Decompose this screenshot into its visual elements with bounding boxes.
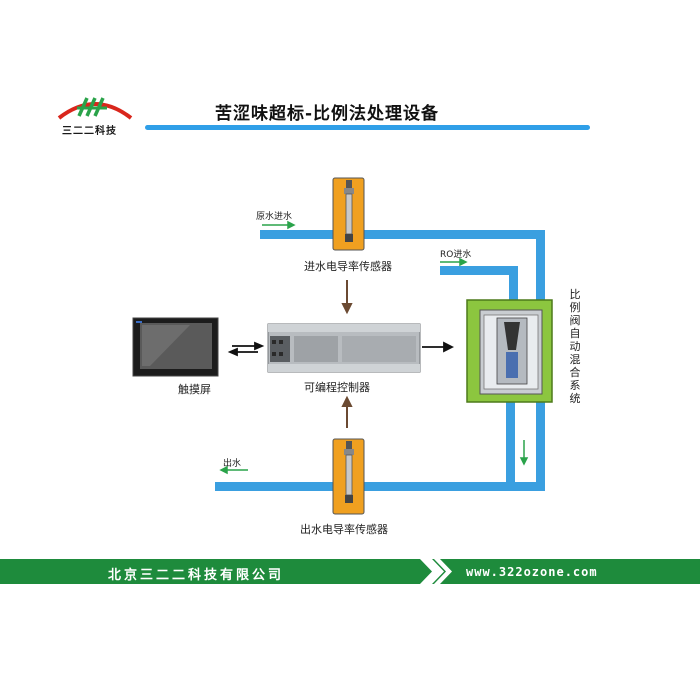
- plc-label: 可编程控制器: [304, 381, 370, 394]
- outlet-conductivity-sensor: [332, 438, 365, 515]
- comm-arrows: [227, 341, 455, 357]
- process-diagram: [132, 177, 553, 515]
- touchscreen-device: [132, 317, 219, 377]
- plc-device: [267, 323, 421, 373]
- flow-arrows: [219, 220, 529, 475]
- inlet-conductivity-sensor: [332, 177, 365, 251]
- outlet-water-label: 出水: [223, 459, 242, 469]
- mixing-system-label: 比 例 阀 自 动 混 合 系 统: [569, 288, 581, 405]
- company-name: 北京三二二科技有限公司: [108, 568, 285, 583]
- outlet-pipe-down-right: [536, 400, 545, 491]
- inlet-sensor-label: 进水电导率传感器: [304, 260, 392, 273]
- inlet-pipe-down: [536, 230, 545, 300]
- water-pipes: [215, 230, 545, 491]
- ro-pipe: [440, 266, 518, 275]
- ro-pipe-down: [509, 266, 518, 300]
- outlet-pipe-down-left: [506, 400, 515, 482]
- footer-banner: [0, 559, 700, 584]
- logo-mark: [57, 97, 133, 120]
- raw-water-label: 原水进水: [256, 212, 293, 222]
- ro-water-label: RO进水: [440, 250, 472, 260]
- outlet-pipe: [215, 482, 545, 491]
- website-link[interactable]: www.322ozone.com: [466, 565, 598, 579]
- logo-text: 三二二科技: [62, 126, 117, 137]
- page-title: 苦涩味超标-比例法处理设备: [215, 104, 440, 124]
- inlet-pipe: [260, 230, 545, 239]
- title-underline: [145, 125, 590, 130]
- touchscreen-label: 触摸屏: [178, 383, 211, 396]
- outlet-sensor-label: 出水电导率传感器: [300, 523, 388, 536]
- signal-arrows: [341, 280, 353, 428]
- mixing-valve-cabinet: [466, 299, 553, 403]
